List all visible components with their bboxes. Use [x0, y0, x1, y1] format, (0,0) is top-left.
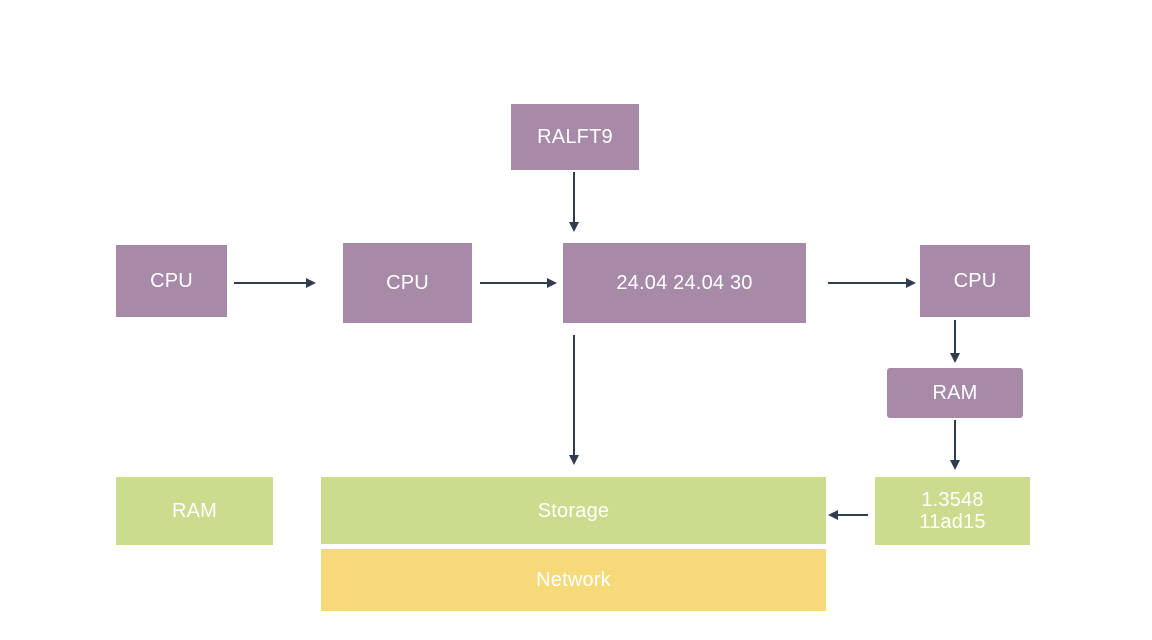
- node-cpu-mid: CPU: [343, 243, 472, 323]
- node-ram-left: RAM: [116, 477, 273, 545]
- node-cpu-right: CPU: [920, 245, 1030, 317]
- node-network: Network: [321, 549, 826, 611]
- node-small-right: 1.3548 11ad15: [875, 477, 1030, 545]
- node-storage: Storage: [321, 477, 826, 544]
- node-top: RALFT9: [511, 104, 639, 170]
- node-ram-right: RAM: [887, 368, 1023, 418]
- node-cpu-left: CPU: [116, 245, 227, 317]
- node-center: 24.04 24.04 30: [563, 243, 806, 323]
